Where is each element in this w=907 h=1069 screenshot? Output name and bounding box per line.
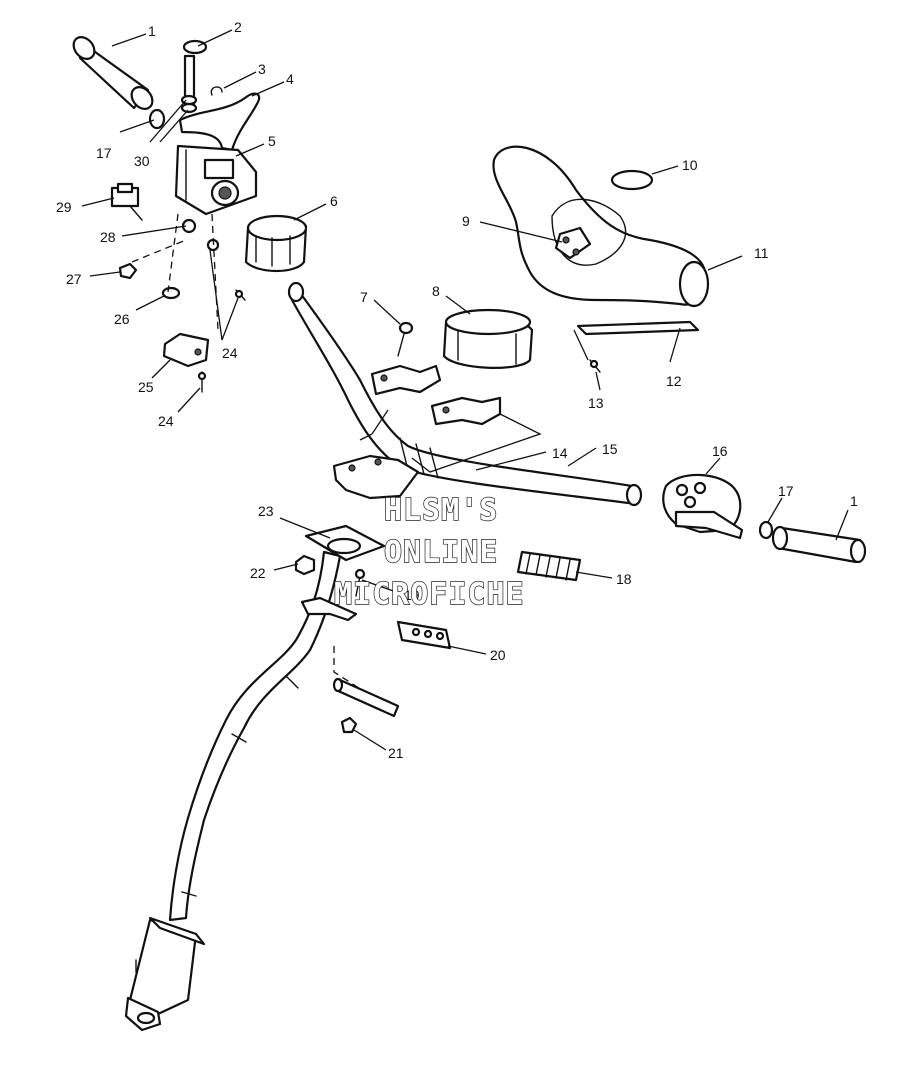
steering-post (168, 550, 342, 922)
plug-right (758, 520, 774, 540)
callout-24-lower: 24 (158, 413, 174, 429)
callout-19: 19 (404, 587, 420, 603)
callout-22: 22 (250, 565, 266, 581)
callout-3: 3 (258, 61, 266, 77)
callout-17: 17 (96, 145, 112, 161)
callout-13: 13 (588, 395, 604, 411)
callout-21: 21 (388, 745, 404, 761)
callout-29: 29 (56, 199, 72, 215)
watermark-line-3: MICROFICHE (334, 577, 525, 612)
watermark: HLSM'S ONLINE MICROFICHE (333, 492, 525, 612)
small-hardware-left (118, 218, 246, 301)
bar-pad-holder (442, 308, 534, 369)
handlebar-pad (492, 145, 710, 308)
handlebar-clamp-lower (332, 454, 420, 500)
callout-labels: 1 2 3 4 17 30 5 29 6 28 27 26 24 25 24 7… (56, 19, 858, 761)
handlebar (287, 281, 643, 507)
pad-screw (589, 359, 601, 373)
callout-5: 5 (268, 133, 276, 149)
callout-25: 25 (138, 379, 154, 395)
support-tube (332, 677, 400, 734)
callout-10: 10 (682, 157, 698, 173)
post-bottom-mount (124, 916, 206, 1032)
callout-16: 16 (712, 443, 728, 459)
leader-lines (81, 29, 849, 751)
lever-pin (180, 39, 208, 114)
callout-30: 30 (134, 153, 150, 169)
callout-14: 14 (552, 445, 568, 461)
watermark-line-2: ONLINE (384, 535, 498, 570)
callout-11: 11 (754, 245, 769, 261)
callout-17-right: 17 (778, 483, 794, 499)
callout-23: 23 (258, 503, 274, 519)
switch-housing-right (662, 473, 744, 540)
watermark-line-1: HLSM'S (384, 493, 498, 528)
throttle-lever (178, 92, 261, 152)
grip-left (72, 36, 154, 110)
callout-2: 2 (234, 19, 242, 35)
callout-20: 20 (490, 647, 506, 663)
callout-1-right: 1 (850, 493, 858, 509)
steering-top-plate (304, 524, 386, 562)
callout-4: 4 (286, 71, 294, 87)
callout-8: 8 (432, 283, 440, 299)
plug-left (148, 108, 166, 130)
throttle-housing (174, 144, 258, 216)
post-bracket (300, 568, 366, 622)
clip (210, 86, 223, 96)
grip-heater (244, 214, 308, 272)
cover-plate (162, 332, 210, 368)
grip-right (771, 525, 867, 564)
screw-lower (197, 371, 207, 393)
callout-28: 28 (100, 229, 116, 245)
callout-18: 18 (616, 571, 632, 587)
callout-12: 12 (666, 373, 682, 389)
callout-6: 6 (330, 193, 338, 209)
pad-decal (610, 169, 654, 191)
steering-nut (294, 554, 316, 576)
callout-7: 7 (360, 289, 368, 305)
callout-1: 1 (148, 23, 156, 39)
cable-sleeve (516, 550, 582, 582)
callout-26: 26 (114, 311, 130, 327)
callout-24: 24 (222, 345, 238, 361)
callout-27: 27 (66, 271, 82, 287)
callout-9: 9 (462, 213, 470, 229)
mounting-plate (396, 620, 452, 650)
switch-connector (110, 182, 143, 221)
callout-15: 15 (602, 441, 618, 457)
pad-strap (576, 320, 700, 336)
